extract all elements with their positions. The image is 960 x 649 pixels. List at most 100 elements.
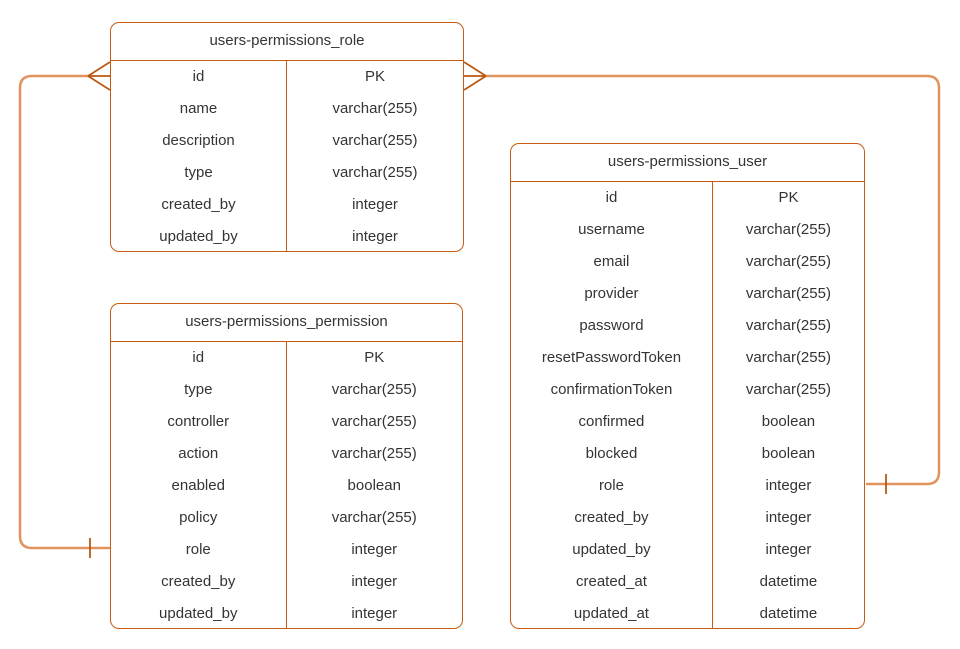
table-title: users-permissions_role [111, 23, 463, 61]
field-type-cell: integer [352, 196, 398, 213]
table-row: role integer [111, 534, 462, 566]
connector-line [18, 74, 110, 550]
field-name-cell: password [511, 310, 713, 342]
relationship-role-permission[interactable] [18, 61, 111, 558]
field-type-cell: varchar(255) [745, 349, 831, 366]
entity-table-users-permissions-permission[interactable]: users-permissions_permission id PK type … [110, 303, 463, 629]
field-type-cell: integer [351, 573, 398, 590]
field-type-cell: integer [765, 541, 812, 558]
table-title: users-permissions_user [511, 144, 864, 182]
table-row: controller varchar(255) [111, 406, 462, 438]
field-type-cell: varchar(255) [331, 445, 417, 462]
field-type-cell: integer [352, 228, 398, 245]
field-type-cell: varchar(255) [331, 413, 417, 430]
field-name-cell: created_at [511, 566, 713, 598]
field-type-cell: varchar(255) [745, 285, 831, 302]
table-row: name varchar(255) [111, 93, 463, 125]
table-body: id PK username varchar(255) email varcha… [511, 182, 864, 628]
table-row: role integer [511, 470, 864, 502]
field-name-cell: type [111, 374, 287, 406]
table-row: created_by integer [511, 502, 864, 534]
table-row: updated_by integer [111, 221, 463, 251]
field-name-cell: created_by [111, 189, 287, 221]
relationship-role-user[interactable] [463, 61, 941, 494]
field-name-cell: id [111, 61, 287, 93]
field-name-cell: updated_by [111, 598, 287, 628]
field-type-cell: boolean [761, 413, 816, 430]
field-name-cell: enabled [111, 470, 287, 502]
table-row: created_at datetime [511, 566, 864, 598]
field-type-cell: boolean [761, 445, 816, 462]
field-name-cell: updated_at [511, 598, 713, 628]
field-type-cell: integer [765, 509, 812, 526]
field-name-cell: confirmed [511, 406, 713, 438]
field-name-cell: role [511, 470, 713, 502]
field-type-cell: datetime [759, 573, 818, 590]
field-type-cell: datetime [759, 605, 818, 622]
entity-table-users-permissions-user[interactable]: users-permissions_user id PK username va… [510, 143, 865, 629]
field-name-cell: controller [111, 406, 287, 438]
table-row: updated_at datetime [511, 598, 864, 628]
field-type-cell: varchar(255) [331, 509, 417, 526]
table-row: updated_by integer [111, 598, 462, 628]
connector-line [486, 74, 941, 486]
field-name-cell: created_by [111, 566, 287, 598]
field-name-cell: id [111, 342, 287, 374]
field-name-cell: id [511, 182, 713, 214]
table-row: email varchar(255) [511, 246, 864, 278]
field-type-cell: varchar(255) [745, 253, 831, 270]
field-name-cell: type [111, 157, 287, 189]
field-type-cell: varchar(255) [332, 100, 418, 117]
table-row: blocked boolean [511, 438, 864, 470]
field-name-cell: resetPasswordToken [511, 342, 713, 374]
crowfoot-many-icon [463, 61, 487, 91]
table-row: id PK [111, 61, 463, 93]
field-name-cell: created_by [511, 502, 713, 534]
field-type-cell: boolean [347, 477, 401, 494]
table-row: id PK [511, 182, 864, 214]
table-row: created_by integer [111, 189, 463, 221]
table-body: id PK name varchar(255) description varc… [111, 61, 463, 251]
table-title: users-permissions_permission [111, 304, 462, 342]
field-name-cell: provider [511, 278, 713, 310]
field-name-cell: name [111, 93, 287, 125]
field-name-cell: action [111, 438, 287, 470]
table-row: id PK [111, 342, 462, 374]
field-name-cell: updated_by [111, 221, 287, 251]
table-row: created_by integer [111, 566, 462, 598]
field-type-cell: varchar(255) [332, 132, 418, 149]
table-row: confirmed boolean [511, 406, 864, 438]
field-type-cell: PK [778, 189, 799, 206]
table-row: policy varchar(255) [111, 502, 462, 534]
field-type-cell: integer [351, 605, 398, 622]
table-row: action varchar(255) [111, 438, 462, 470]
field-name-cell: description [111, 125, 287, 157]
crowfoot-many-icon [87, 61, 111, 91]
field-name-cell: role [111, 534, 287, 566]
field-type-cell: integer [765, 477, 812, 494]
table-row: enabled boolean [111, 470, 462, 502]
field-type-cell: varchar(255) [745, 317, 831, 334]
field-type-cell: varchar(255) [332, 164, 418, 181]
entity-table-users-permissions-role[interactable]: users-permissions_role id PK name varcha… [110, 22, 464, 252]
table-row: description varchar(255) [111, 125, 463, 157]
field-type-cell: PK [364, 68, 385, 85]
field-name-cell: policy [111, 502, 287, 534]
table-row: type varchar(255) [111, 374, 462, 406]
table-row: resetPasswordToken varchar(255) [511, 342, 864, 374]
field-type-cell: varchar(255) [745, 381, 831, 398]
table-row: updated_by integer [511, 534, 864, 566]
field-name-cell: email [511, 246, 713, 278]
table-row: provider varchar(255) [511, 278, 864, 310]
field-type-cell: varchar(255) [745, 221, 831, 238]
table-body: id PK type varchar(255) controller varch… [111, 342, 462, 628]
field-name-cell: updated_by [511, 534, 713, 566]
table-row: confirmationToken varchar(255) [511, 374, 864, 406]
table-row: username varchar(255) [511, 214, 864, 246]
field-name-cell: confirmationToken [511, 374, 713, 406]
field-type-cell: varchar(255) [331, 381, 417, 398]
field-type-cell: PK [364, 349, 385, 366]
field-name-cell: blocked [511, 438, 713, 470]
